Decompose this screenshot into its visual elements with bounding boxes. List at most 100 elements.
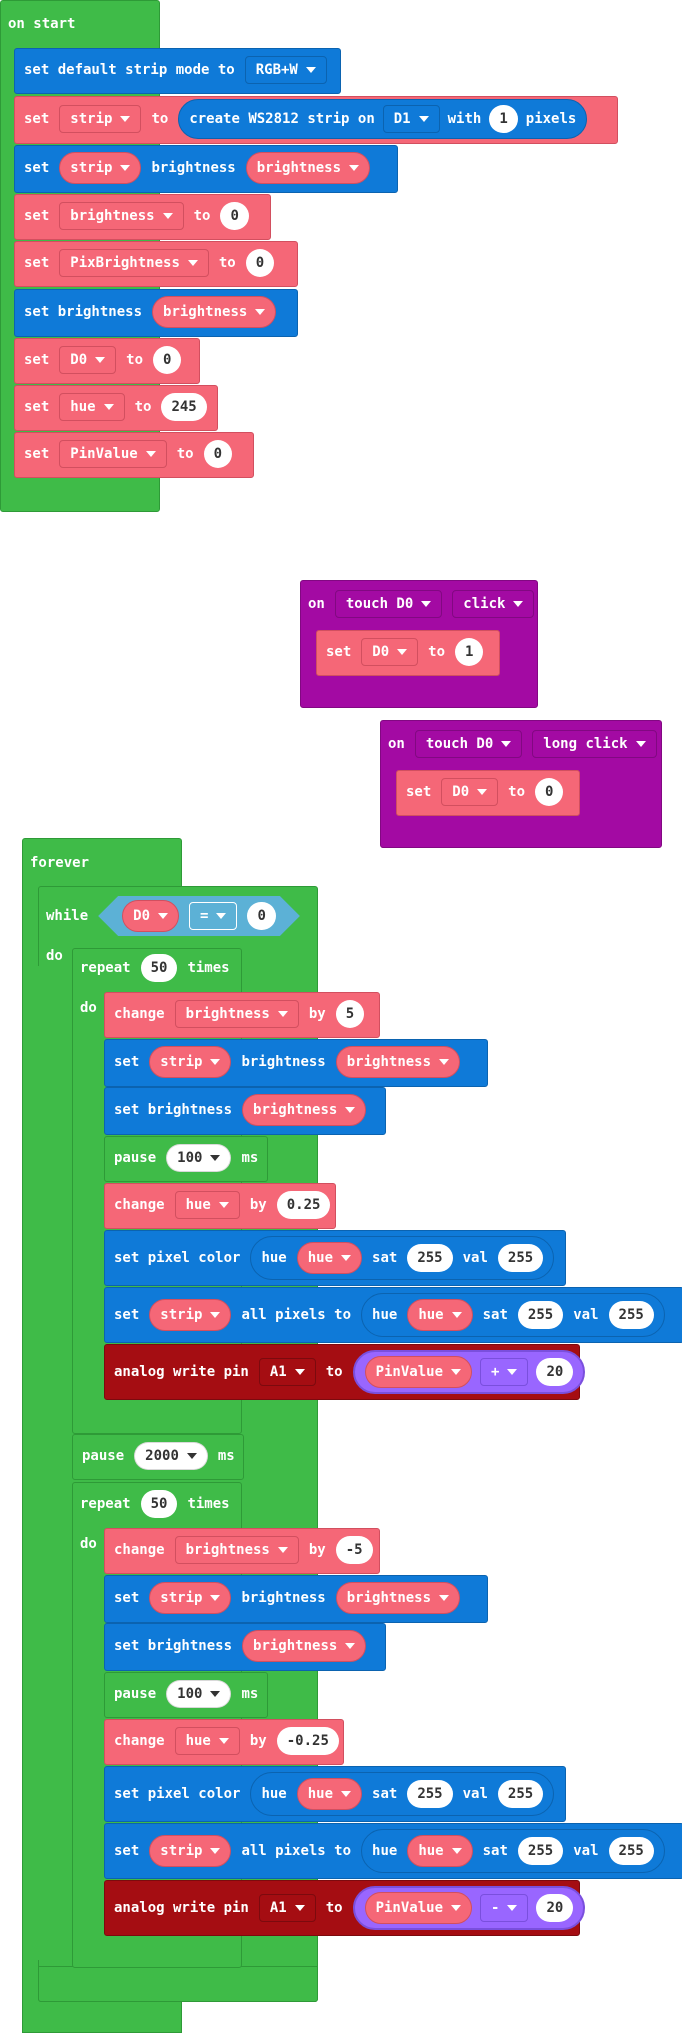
strip-variable-reporter[interactable]: strip <box>149 1046 232 1078</box>
analog-pin-dropdown[interactable]: A1 <box>258 1358 316 1386</box>
value-input[interactable]: 5 <box>335 1000 365 1028</box>
repeat-count-input[interactable]: 50 <box>140 954 178 982</box>
variable-dropdown[interactable]: hue <box>174 1191 240 1219</box>
saturation-input[interactable]: 255 <box>517 1837 564 1865</box>
strip-variable-dropdown[interactable]: strip <box>59 105 142 133</box>
chevron-down-icon <box>507 1369 518 1375</box>
touch-pin-dropdown[interactable]: touch D0 <box>334 590 443 618</box>
operator-dropdown[interactable]: - <box>480 1894 529 1922</box>
variable-dropdown[interactable]: hue <box>174 1727 240 1755</box>
comparison-operator-dropdown[interactable]: = <box>189 902 237 930</box>
value-input[interactable]: 20 <box>536 1894 574 1922</box>
variable-dropdown[interactable]: brightness <box>174 1536 299 1564</box>
chevron-down-icon <box>345 1107 356 1113</box>
pause-duration-dropdown[interactable]: 100 <box>166 1680 232 1708</box>
pause-duration-dropdown[interactable]: 2000 <box>134 1442 208 1470</box>
saturation-input[interactable]: 255 <box>517 1301 564 1329</box>
chevron-down-icon <box>210 1155 221 1161</box>
brightness-variable-reporter[interactable]: brightness <box>335 1582 461 1614</box>
variable-dropdown[interactable]: D0 <box>361 638 419 666</box>
chevron-down-icon <box>305 67 316 73</box>
touch-type-dropdown[interactable]: long click <box>532 730 657 758</box>
hsv-color-block[interactable]: hue hue sat 255 val 255 <box>361 1829 665 1873</box>
hsv-color-block[interactable]: hue hue sat 255 val 255 <box>250 1236 555 1280</box>
value-input[interactable]: 0.25 <box>276 1191 331 1219</box>
arithmetic-block[interactable]: PinValue + 20 <box>352 1350 586 1394</box>
chevron-down-icon <box>501 741 512 747</box>
operator-dropdown[interactable]: + <box>480 1358 529 1386</box>
variable-dropdown[interactable]: D0 <box>59 346 117 374</box>
chevron-down-icon <box>294 1905 305 1911</box>
value-input[interactable]: 0 <box>247 902 275 930</box>
hue-variable-reporter[interactable]: hue <box>296 1242 363 1274</box>
value-input[interactable]: 0 <box>220 202 249 230</box>
hsv-color-block[interactable]: hue hue sat 255 val 255 <box>250 1772 555 1816</box>
value-input[interactable]: 255 <box>608 1301 654 1329</box>
brightness-variable-reporter[interactable]: brightness <box>245 152 371 184</box>
pixel-count-input[interactable]: 1 <box>489 105 518 133</box>
chevron-down-icon <box>418 116 429 122</box>
create-strip-block[interactable]: create WS2812 strip on D1 with 1 pixels <box>178 99 588 139</box>
chevron-down-icon <box>186 1453 197 1459</box>
pause-block[interactable] <box>104 1672 268 1718</box>
saturation-input[interactable]: 255 <box>407 1780 453 1808</box>
strip-variable-reporter[interactable]: strip <box>59 152 142 184</box>
pinvalue-variable-reporter[interactable]: PinValue <box>364 1892 473 1924</box>
chevron-down-icon <box>513 601 524 607</box>
chevron-down-icon <box>635 741 646 747</box>
chevron-down-icon <box>451 1848 462 1854</box>
brightness-variable-reporter[interactable]: brightness <box>335 1046 461 1078</box>
hue-variable-reporter[interactable]: hue <box>407 1835 473 1867</box>
hsv-color-block[interactable]: hue hue sat 255 val 255 <box>361 1293 665 1337</box>
strip-mode-dropdown[interactable]: RGB+W <box>244 56 327 84</box>
repeat-count-input[interactable]: 50 <box>140 1490 178 1518</box>
strip-variable-reporter[interactable]: strip <box>149 1299 232 1331</box>
chevron-down-icon <box>451 1369 462 1375</box>
d0-variable-reporter[interactable]: D0 <box>122 900 179 932</box>
value-input[interactable]: 245 <box>161 393 207 421</box>
variable-dropdown[interactable]: PinValue <box>59 440 167 468</box>
pin-dropdown[interactable]: D1 <box>382 105 440 133</box>
pause-duration-dropdown[interactable]: 100 <box>166 1144 232 1172</box>
analog-pin-dropdown[interactable]: A1 <box>258 1894 316 1922</box>
value-input[interactable]: 255 <box>497 1780 544 1808</box>
chevron-down-icon <box>277 1011 288 1017</box>
touch-type-dropdown[interactable]: click <box>452 590 535 618</box>
variable-dropdown[interactable]: brightness <box>174 1000 299 1028</box>
value-input[interactable]: 20 <box>536 1358 574 1386</box>
hue-variable-reporter[interactable]: hue <box>407 1299 473 1331</box>
chevron-down-icon <box>294 1369 305 1375</box>
touch-pin-dropdown[interactable]: touch D0 <box>414 730 523 758</box>
value-input[interactable]: 0 <box>245 249 275 277</box>
brightness-variable-reporter[interactable]: brightness <box>152 296 277 328</box>
chevron-down-icon <box>421 601 432 607</box>
value-input[interactable]: -0.25 <box>276 1727 339 1755</box>
brightness-variable-reporter[interactable]: brightness <box>242 1094 367 1126</box>
chevron-down-icon <box>216 913 226 919</box>
variable-dropdown[interactable]: hue <box>59 393 125 421</box>
chevron-down-icon <box>218 1202 229 1208</box>
value-input[interactable]: 255 <box>497 1244 544 1272</box>
value-input[interactable]: 0 <box>153 346 182 374</box>
strip-variable-reporter[interactable]: strip <box>149 1582 232 1614</box>
pinvalue-variable-reporter[interactable]: PinValue <box>364 1356 473 1388</box>
variable-dropdown[interactable]: brightness <box>59 202 184 230</box>
chevron-down-icon <box>210 1848 221 1854</box>
variable-dropdown[interactable]: PixBrightness <box>59 249 209 277</box>
variable-dropdown[interactable]: D0 <box>441 778 499 806</box>
chevron-down-icon <box>162 213 173 219</box>
strip-variable-reporter[interactable]: strip <box>149 1835 232 1867</box>
saturation-input[interactable]: 255 <box>407 1244 453 1272</box>
equals-condition[interactable]: D0 = 0 <box>98 896 300 936</box>
value-input[interactable]: 0 <box>203 440 233 468</box>
value-input[interactable]: 1 <box>455 638 484 666</box>
value-input[interactable]: -5 <box>335 1536 373 1564</box>
brightness-variable-reporter[interactable]: brightness <box>242 1630 367 1662</box>
chevron-down-icon <box>397 649 408 655</box>
hue-variable-reporter[interactable]: hue <box>296 1778 363 1810</box>
chevron-down-icon <box>210 1595 221 1601</box>
chevron-down-icon <box>210 1312 221 1318</box>
value-input[interactable]: 0 <box>535 778 564 806</box>
arithmetic-block[interactable]: PinValue - 20 <box>352 1886 586 1930</box>
value-input[interactable]: 255 <box>608 1837 654 1865</box>
